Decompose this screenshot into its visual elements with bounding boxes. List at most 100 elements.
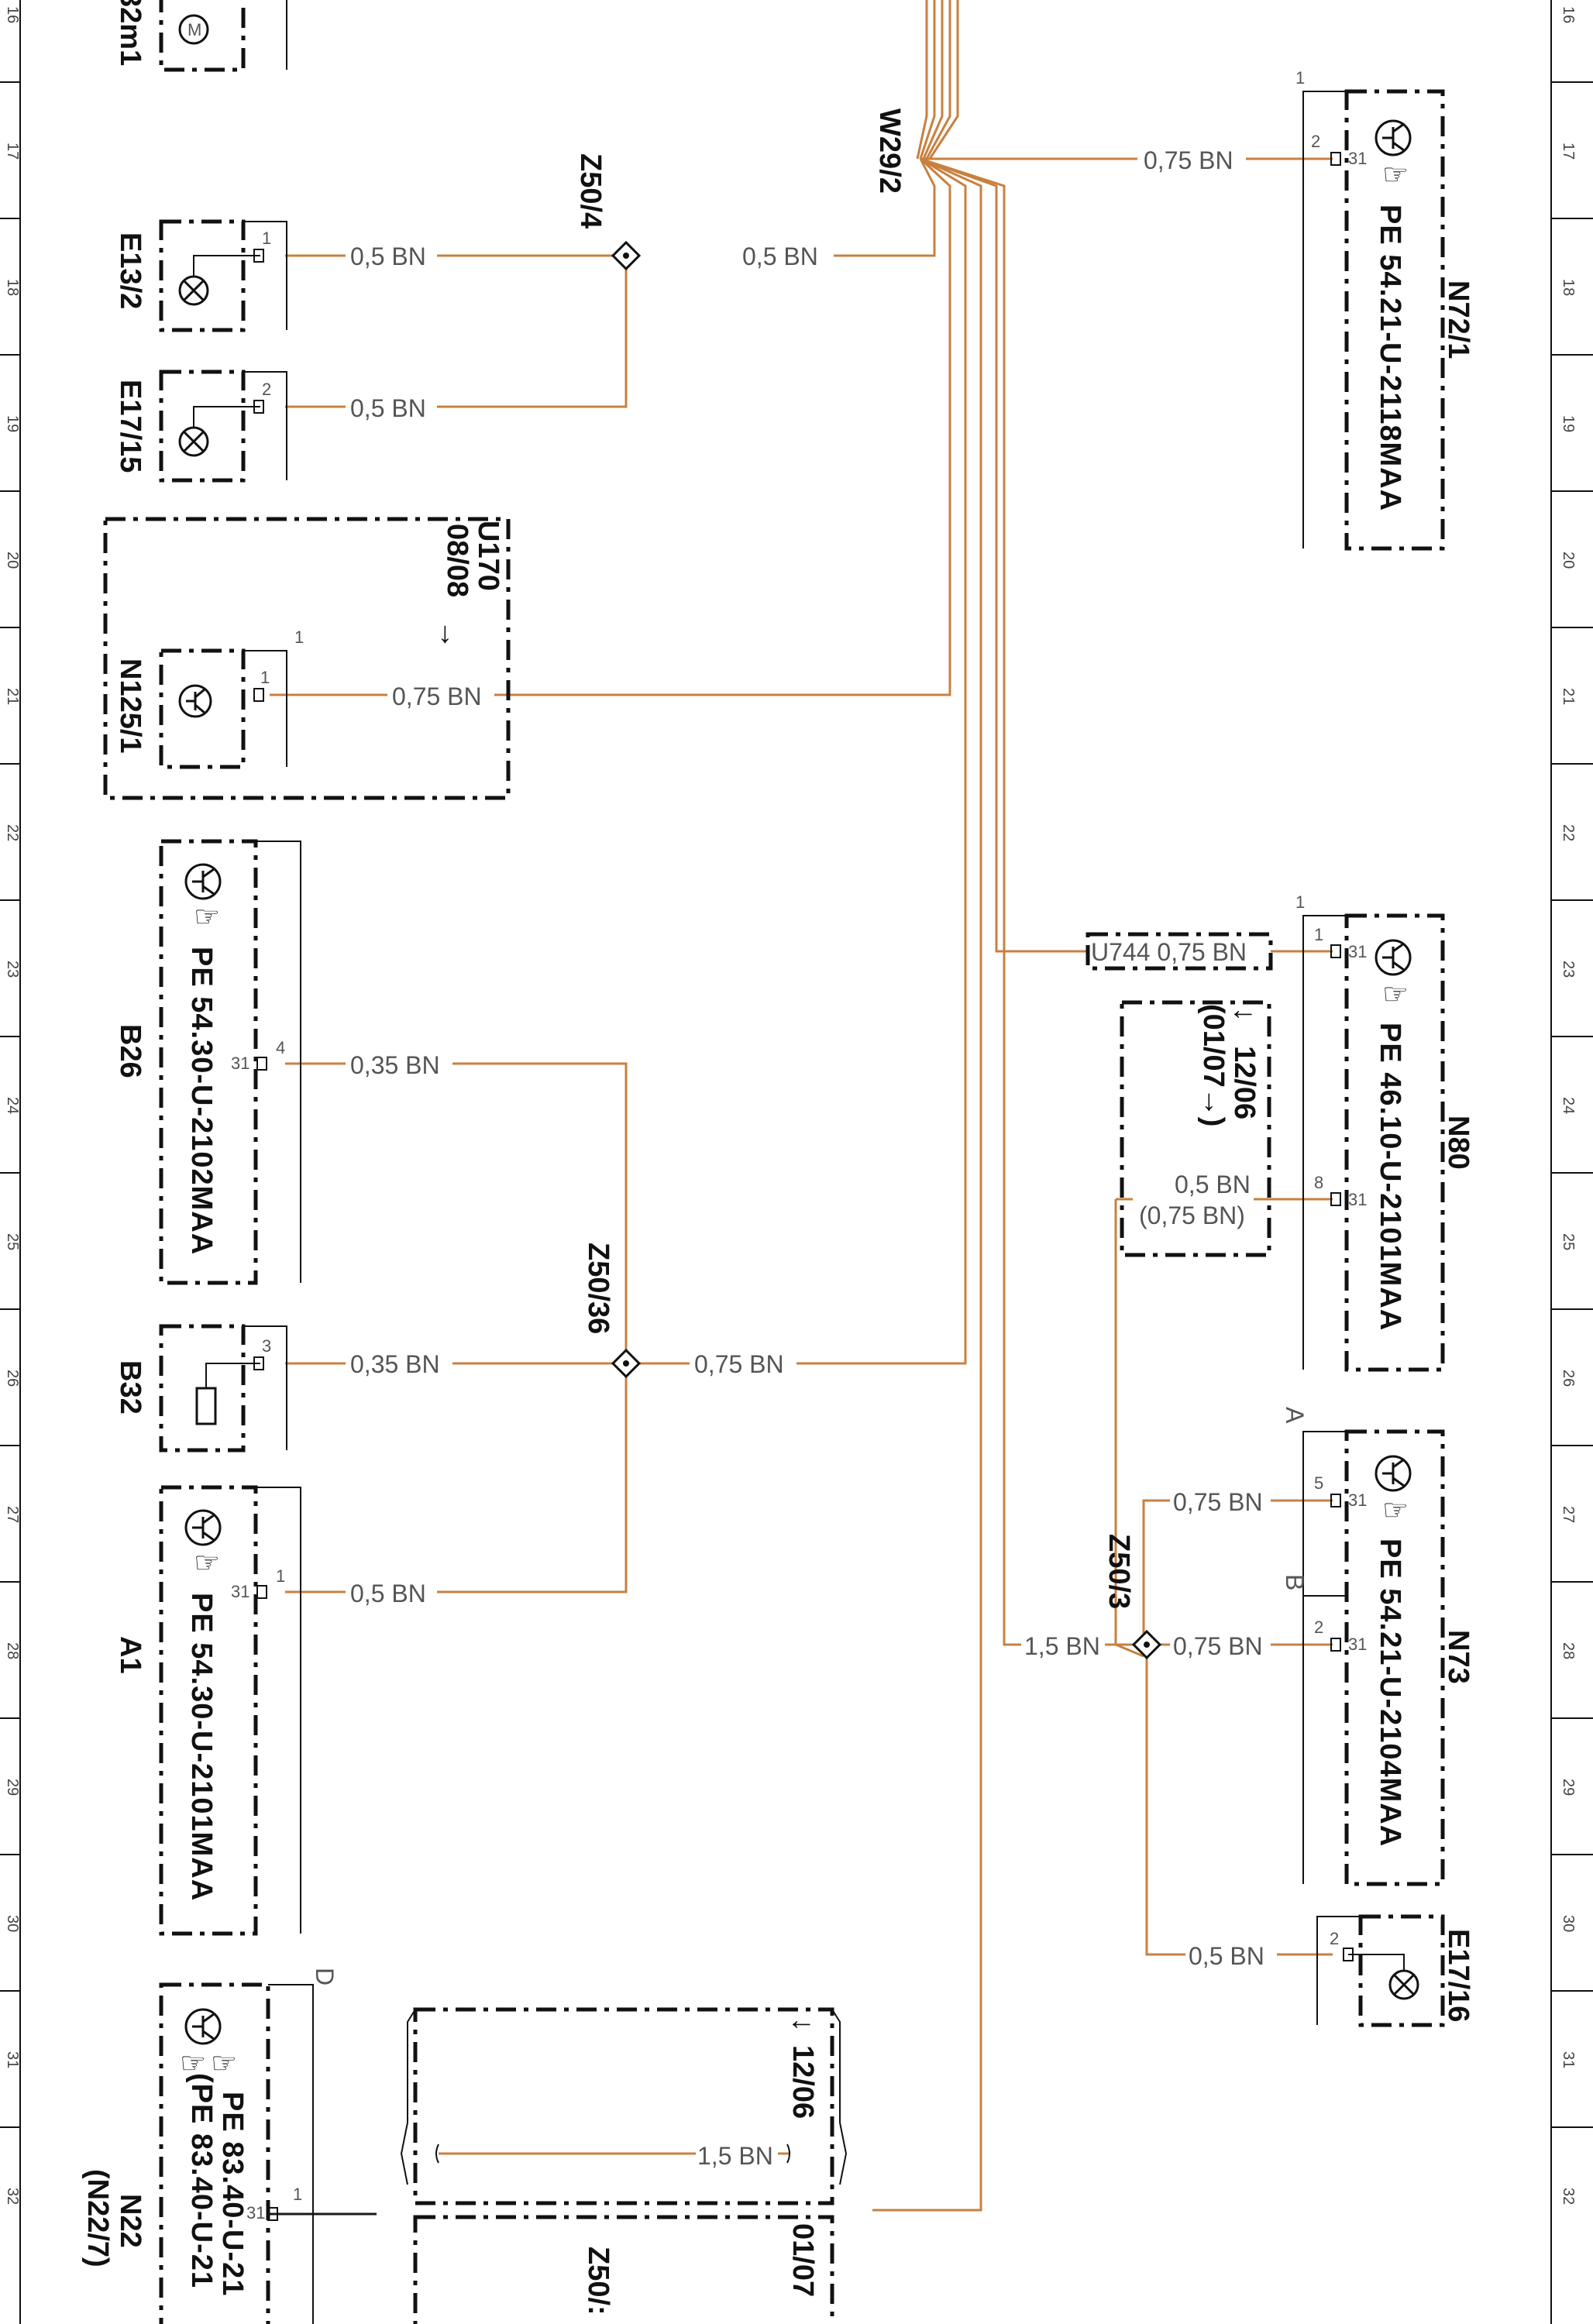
wire-label-z50-36-out: 0,75 BN: [694, 1350, 784, 1378]
wire-label-b32: 0,35 BN: [350, 1350, 440, 1378]
component-a1-pin: 1: [276, 1566, 285, 1586]
grid-number: 20: [4, 552, 21, 569]
component-n73-pin5: 5: [1314, 1473, 1323, 1493]
component-n80-name: N80: [1442, 1116, 1474, 1170]
wire-label-n80-pin8: 0,5 BN: [1175, 1171, 1251, 1198]
component-n80-pe: PE 46.10-U-2101MAA: [1374, 1023, 1406, 1331]
component-n72-1: ☞ PE 54.21-U-2118MAA 31 2 1 N72/1: [1295, 68, 1474, 551]
grid-number: 17: [1560, 143, 1577, 160]
component-e13-2: 1 E13/2: [114, 219, 287, 332]
component-n73-pe: PE 54.21-U-2104MAA: [1374, 1538, 1406, 1847]
n80-date-1: 12/06: [1228, 1046, 1261, 1119]
connector-z50-partial: Z50/:: [582, 2247, 614, 2315]
component-n22-label-d: D: [311, 1968, 339, 1985]
svg-text:☞: ☞: [194, 901, 221, 933]
component-n125-1-pin: 1: [260, 668, 270, 687]
n80-date-box: 12/06 ↓ (01/07→): [1120, 1000, 1271, 1257]
connector-u744: U744 0,75 BN: [1086, 932, 1273, 971]
grid-number: 22: [1560, 824, 1577, 841]
component-b32: 3 B32: [114, 1324, 287, 1452]
component-n73-label-b: B: [1281, 1574, 1309, 1590]
component-n22-pe2: (PE 83.40-U-21: [185, 2073, 218, 2288]
component-n22-name: N22: [114, 2194, 146, 2248]
component-b26-name: B26: [114, 1024, 146, 1078]
grid-number: 28: [4, 1642, 21, 1659]
svg-text:☞: ☞: [194, 1547, 221, 1580]
component-n73: ☞ PE 54.21-U-2104MAA 31 31 5 2 A B N73: [1281, 1407, 1474, 1886]
component-e13-2-name: E13/2: [114, 232, 146, 309]
component-n73-pin2: 2: [1314, 1618, 1323, 1637]
component-n72-1-pin: 2: [1311, 132, 1320, 151]
svg-text:↓: ↓: [786, 2017, 819, 2032]
harness-wires: [508, 0, 1137, 2212]
component-b26-term: 31: [231, 1054, 249, 1073]
component-b26: ☞ PE 54.30-U-2102MAA 31 4 B26: [114, 839, 301, 1285]
grid-number: 30: [4, 1915, 21, 1932]
splice-z50-3: [1131, 1629, 1162, 1660]
component-u170-arrow: →: [433, 620, 466, 649]
grid-number: 25: [4, 1233, 21, 1250]
component-n80-pin8: 8: [1314, 1173, 1323, 1192]
component-u170: U170 08/08 →: [103, 517, 511, 800]
bottom-box-1-date: 12/06: [786, 2045, 819, 2119]
wire-label-z50-4-out: 0,5 BN: [742, 242, 818, 270]
bottom-box-2-date: 01/07: [786, 2223, 819, 2297]
wire-label-n125-1: 0,75 BN: [392, 682, 482, 710]
component-32m1: M 32m1: [114, 0, 287, 72]
grid-number: 29: [1560, 1779, 1577, 1796]
connector-z50-4: Z50/4: [574, 153, 607, 229]
wire-label-e17-16: 0,5 BN: [1189, 1942, 1264, 1970]
grid-number: 32: [4, 2188, 21, 2205]
grid-number: 31: [1560, 2051, 1577, 2068]
grid-number: 16: [1560, 6, 1577, 23]
component-a1-name: A1: [114, 1636, 146, 1674]
component-n22-pe1: PE 83.40-U-21: [216, 2092, 249, 2296]
component-u170-date: 08/08: [441, 524, 473, 597]
grid-number: 28: [1560, 1642, 1577, 1659]
component-e17-15-pin: 2: [262, 380, 271, 399]
bottom-date-box-1: 12/06 ↓: [400, 2007, 848, 2205]
grid-number: 24: [4, 1097, 21, 1114]
connector-z50-3: Z50/3: [1103, 1534, 1135, 1609]
svg-text:☞: ☞: [211, 2047, 238, 2080]
grid-number: 22: [4, 824, 21, 841]
grid-number: 26: [4, 1370, 21, 1387]
wire-label-e17-15: 0,5 BN: [350, 394, 426, 422]
grid-number: 18: [4, 279, 21, 296]
component-b32-name: B32: [114, 1360, 146, 1415]
grid-number: 29: [4, 1779, 21, 1796]
wire-label-b26: 0,35 BN: [350, 1051, 440, 1079]
component-n22: ☞ ☞ PE 83.40-U-21 (PE 83.40-U-21 31 1 D …: [81, 1968, 339, 2324]
svg-text:☞: ☞: [1382, 1494, 1409, 1527]
wire-label-z50-3-in: 1,5 BN: [1024, 1632, 1100, 1660]
svg-text:M: M: [188, 20, 201, 40]
component-n72-1-name: N72/1: [1442, 280, 1474, 359]
component-b26-pin: 4: [276, 1038, 285, 1057]
wire-label-n73-pin5: 0,75 BN: [1173, 1488, 1263, 1516]
wire-label-e13-2: 0,5 BN: [350, 242, 426, 270]
grid-number: 27: [4, 1506, 21, 1523]
grid-number: 23: [4, 961, 21, 978]
grid-number: 32: [1560, 2188, 1577, 2205]
component-32m1-name: 32m1: [114, 0, 146, 66]
grid-number: 26: [1560, 1370, 1577, 1387]
component-a1-term: 31: [231, 1582, 249, 1601]
component-b32-pin: 3: [262, 1336, 271, 1356]
wire-label-n72-1: 0,75 BN: [1144, 146, 1233, 174]
svg-text:↓: ↓: [1228, 1007, 1261, 1022]
component-e17-16: 2 E17/16: [1316, 1914, 1474, 2027]
grid-number: 19: [4, 415, 21, 432]
grid-number: 19: [1560, 415, 1577, 432]
grid-number: 17: [4, 143, 21, 160]
component-n80-corner: 1: [1295, 892, 1305, 912]
component-a1: ☞ PE 54.30-U-2101MAA 31 1 A1: [114, 1485, 301, 1936]
component-e17-16-name: E17/16: [1442, 1929, 1474, 2022]
wire-label-n73-pin2: 0,75 BN: [1173, 1632, 1263, 1660]
grid-number: 24: [1560, 1097, 1577, 1114]
wire-label-a1: 0,5 BN: [350, 1580, 426, 1607]
branch-wires: [268, 157, 1333, 2216]
wire-labels: 0,5 BN 0,5 BN 0,5 BN 0,75 BN 0,35 BN 0,3…: [346, 143, 1277, 2170]
wire-label-n80-pin8-alt: (0,75 BN): [1139, 1202, 1245, 1229]
